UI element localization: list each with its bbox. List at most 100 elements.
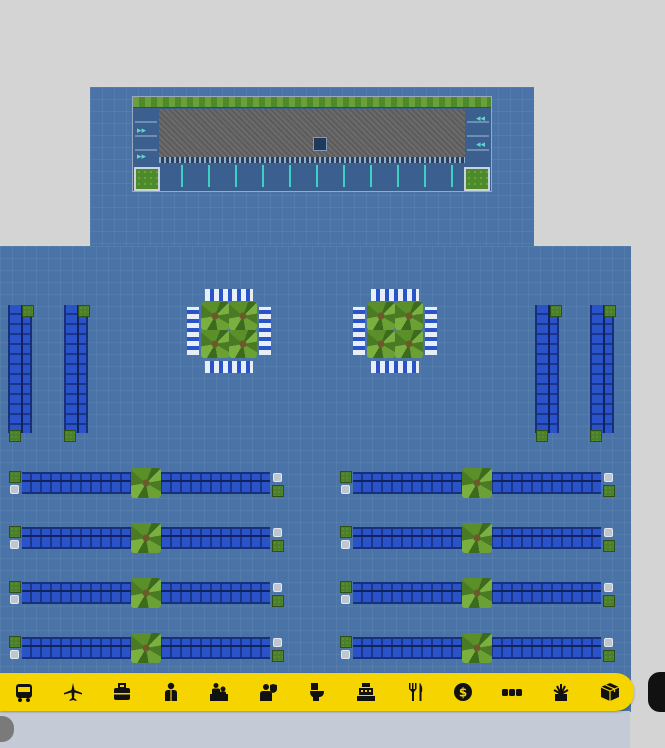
small-plant [9,636,21,648]
planter-left [134,167,160,191]
cluster-chairs [205,361,253,373]
trash-bin [273,583,282,592]
queue-left [135,111,157,163]
trash-bin [341,485,350,494]
palm-plant [462,633,492,663]
cluster-chairs [353,307,365,355]
trash-bin [10,650,19,659]
small-plant [272,540,284,552]
dollar-icon: $ [454,683,473,701]
tool-seating-button[interactable] [488,673,537,711]
bus-icon [16,684,33,702]
small-plant [272,650,284,662]
cluster-chairs [371,289,419,301]
person-icon [164,682,177,701]
toilet-icon [309,683,324,701]
seat-column[interactable] [8,305,32,433]
planter-right [464,167,490,191]
small-plant [603,540,615,552]
seat-column[interactable] [64,305,88,433]
security-lane [451,165,453,187]
side-panel-handle[interactable] [648,672,665,712]
trash-bin [341,540,350,549]
palm-plant [395,330,423,358]
fork-knife-icon [408,683,422,701]
trash-bin [10,595,19,604]
tool-shop-button[interactable] [341,673,390,711]
cash-register-icon [356,683,375,701]
svg-text:$: $ [459,686,467,700]
small-plant [9,430,21,442]
palm-plant [367,302,395,330]
stanchion-row [159,157,465,163]
small-plant [9,471,21,483]
security-lane [370,165,372,187]
trash-bin [604,638,613,647]
checkpoint-carpet [159,109,465,163]
cluster-chairs [425,307,437,355]
palm-plant [462,578,492,608]
small-plant [64,430,76,442]
trash-bin [604,528,613,537]
palm-plant [201,302,229,330]
tool-finance-button[interactable]: $ [439,673,488,711]
small-plant [550,305,562,317]
tool-staff-button[interactable] [146,673,195,711]
suitcase-icon [113,683,130,700]
overlay-toggle-button[interactable] [0,716,14,742]
small-plant [340,526,352,538]
security-checkpoint[interactable]: ▸▸ ▸▸ ◂◂ ◂◂ [132,96,492,192]
bench-icon [502,689,523,696]
security-lane [424,165,426,187]
palm-plant [131,578,161,608]
tool-storage-button[interactable] [585,673,634,711]
security-lane [316,165,318,187]
seating-cluster[interactable] [187,289,271,373]
boxes-icon [600,683,619,701]
small-plant [9,581,21,593]
scanner-gate[interactable] [313,137,327,151]
security-officer-icon [260,684,278,701]
arrow-icon: ▸▸ [137,152,147,162]
small-plant [603,650,615,662]
seat-column[interactable] [535,305,559,433]
cluster-chairs [205,289,253,301]
seat-column[interactable] [590,305,614,433]
plant-icon [553,684,569,701]
cluster-chairs [187,307,199,355]
tool-food-button[interactable] [390,673,439,711]
security-lane [397,165,399,187]
check-in-desk-icon [210,683,229,701]
trash-bin [341,595,350,604]
tool-restroom-button[interactable] [293,673,342,711]
security-lane [208,165,210,187]
trash-bin [273,528,282,537]
seating-cluster[interactable] [353,289,437,373]
small-plant [604,305,616,317]
palm-plant [131,468,161,498]
tool-baggage-button[interactable] [98,673,147,711]
palm-plant [462,468,492,498]
tool-security-button[interactable] [244,673,293,711]
tool-check-in-button[interactable] [195,673,244,711]
trash-bin [604,583,613,592]
airplane-icon [64,683,83,701]
small-plant [536,430,548,442]
palm-plant [131,633,161,663]
security-lane [289,165,291,187]
trash-bin [273,473,282,482]
palm-plant [395,302,423,330]
small-plant [590,430,602,442]
tool-bus-button[interactable] [0,673,49,711]
small-plant [603,485,615,497]
tool-runway-button[interactable] [49,673,98,711]
small-plant [340,581,352,593]
build-toolbar: $ [0,673,634,711]
queue-right [467,111,489,163]
small-plant [603,595,615,607]
small-plant [9,526,21,538]
cluster-chairs [371,361,419,373]
palm-plant [367,330,395,358]
tool-decoration-button[interactable] [536,673,585,711]
cluster-chairs [259,307,271,355]
